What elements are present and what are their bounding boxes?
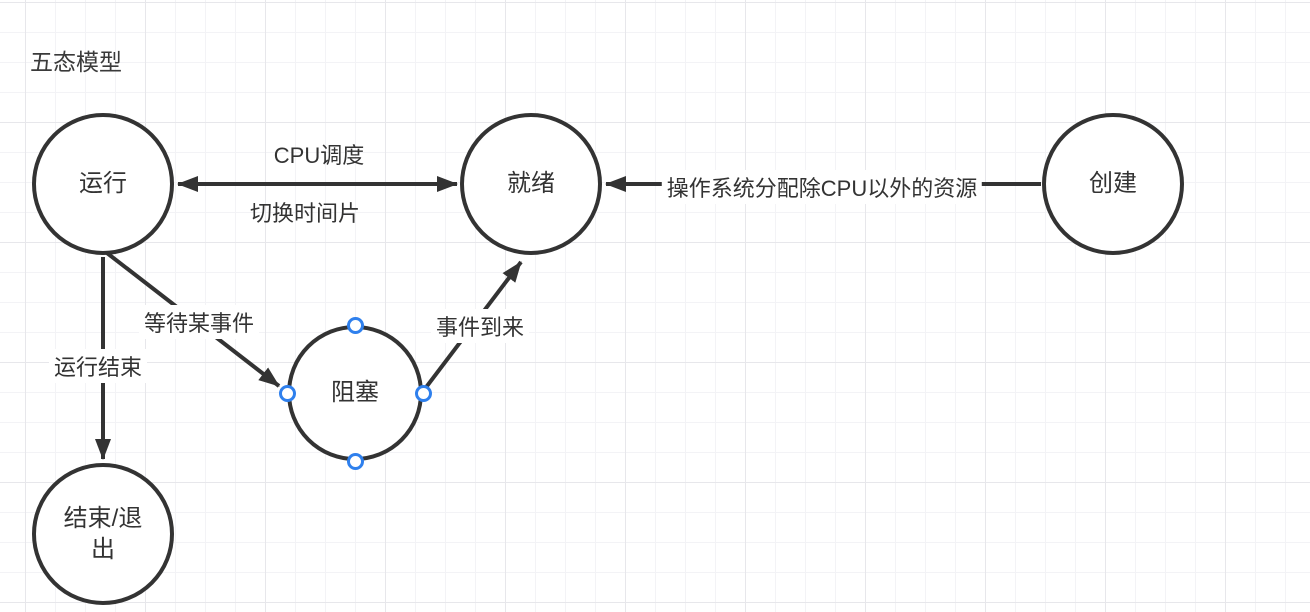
connection-handle-left[interactable] xyxy=(278,384,296,402)
edge-label-cpu-schedule[interactable]: CPU调度 xyxy=(273,143,365,168)
node-ready-label: 就绪 xyxy=(507,170,555,198)
diagram-title[interactable]: 五态模型 xyxy=(30,49,122,75)
node-blocked[interactable]: 阻塞 xyxy=(287,325,423,461)
edge-label-run-finish[interactable]: 运行结束 xyxy=(48,349,148,383)
connection-handle-bottom[interactable] xyxy=(346,452,364,470)
connection-handle-right[interactable] xyxy=(414,384,432,402)
node-exit[interactable]: 结束/退出 xyxy=(32,463,174,605)
connection-handle-top[interactable] xyxy=(346,316,364,334)
node-running[interactable]: 运行 xyxy=(32,113,174,255)
edge-label-allocate-resources[interactable]: 操作系统分配除CPU以外的资源 xyxy=(661,170,983,204)
edge-label-wait-event[interactable]: 等待某事件 xyxy=(138,305,260,339)
node-created[interactable]: 创建 xyxy=(1042,113,1184,255)
edge-label-switch-timeslice[interactable]: 切换时间片 xyxy=(249,201,361,226)
node-blocked-label: 阻塞 xyxy=(331,379,379,407)
edge-label-event-arrive[interactable]: 事件到来 xyxy=(430,309,530,343)
node-running-label: 运行 xyxy=(79,170,127,198)
node-created-label: 创建 xyxy=(1089,170,1137,198)
node-ready[interactable]: 就绪 xyxy=(460,113,602,255)
node-exit-label: 结束/退出 xyxy=(63,504,143,563)
